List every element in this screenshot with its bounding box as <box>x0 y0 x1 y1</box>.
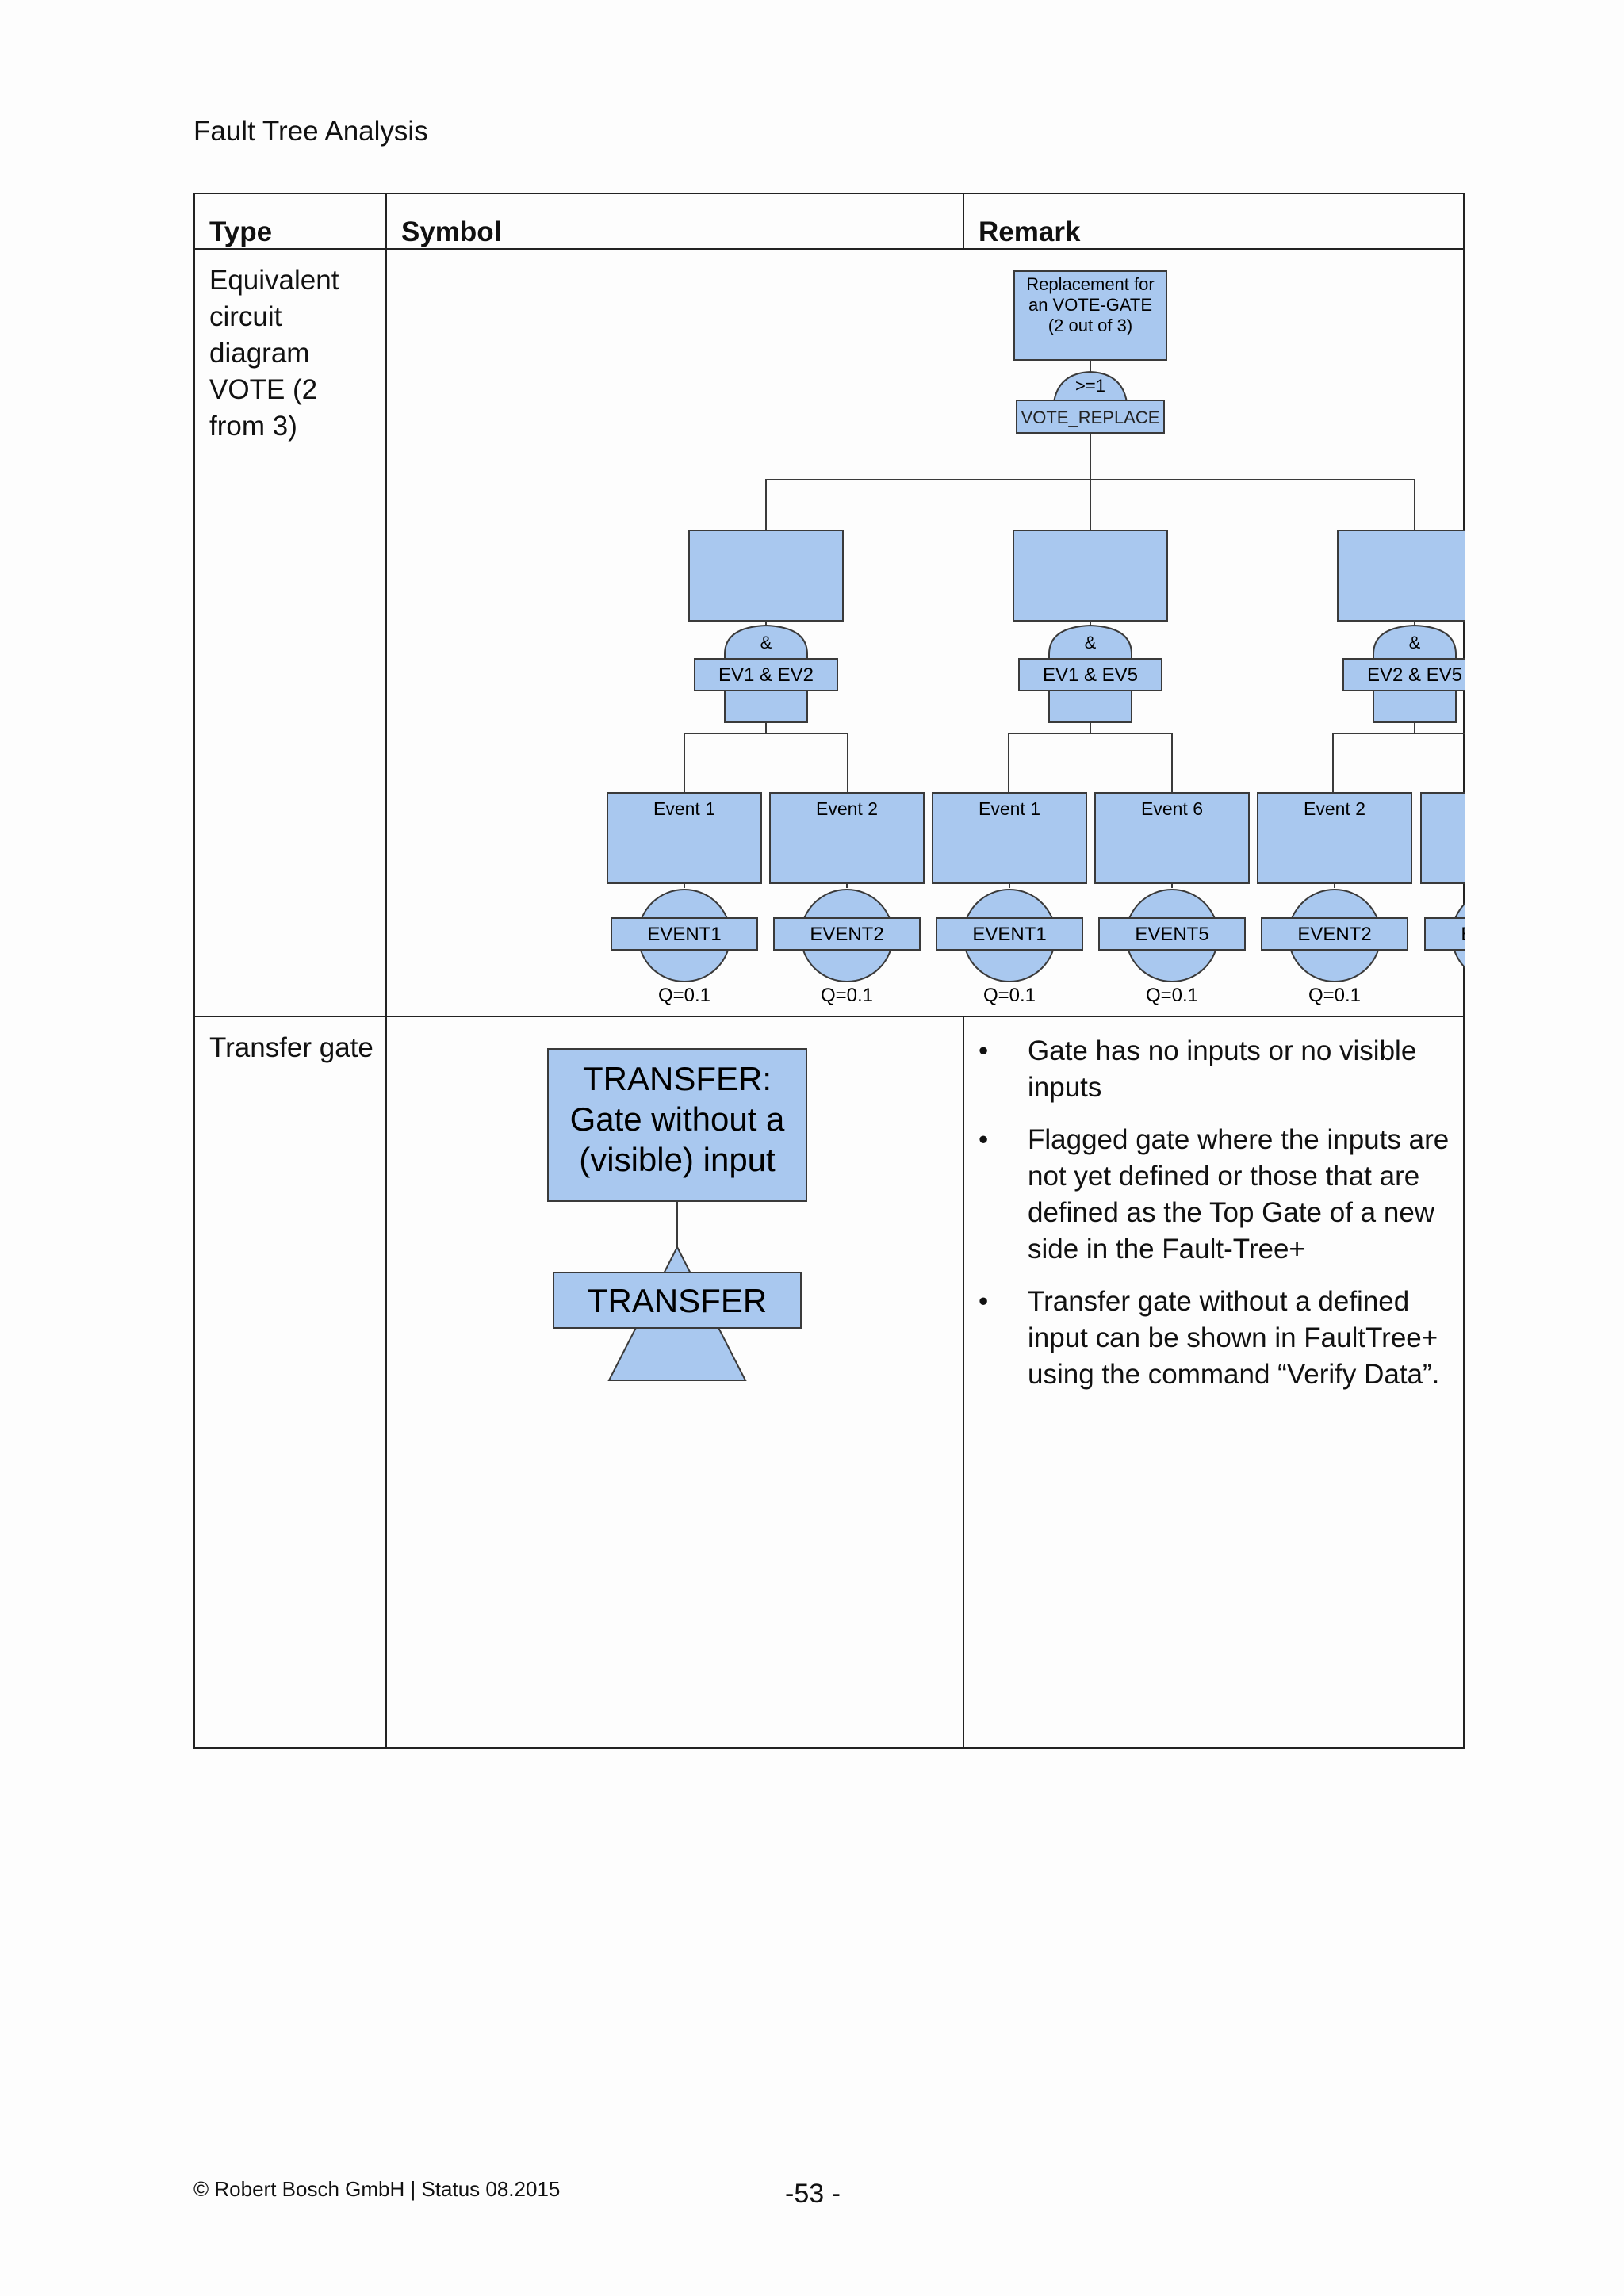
page-number: -53 - <box>785 2179 841 2209</box>
remark-item: •Transfer gate without a defined input c… <box>964 1284 1455 1393</box>
event-probability: Q=0.1 <box>821 985 873 1006</box>
top-box-line-3: (2 out of 3) <box>1048 316 1132 335</box>
event-probability: Q=0.1 <box>1308 985 1361 1006</box>
type-cell: Transfer gate <box>193 1016 387 1749</box>
page-header: Fault Tree Analysis <box>193 116 428 147</box>
event-name: EVENT1 <box>972 924 1046 945</box>
and-gate-label-box <box>1342 658 1487 691</box>
or-gate-label: VOTE_REPLACE <box>1021 408 1160 427</box>
event-name: EVENT2 <box>1297 924 1371 945</box>
top-event-box <box>1013 270 1167 361</box>
transfer-label: TRANSFER <box>588 1282 767 1319</box>
or-gate-symbol: >=1 <box>1075 376 1105 396</box>
event-title: Event 2 <box>1304 798 1365 819</box>
type-cell: Equivalent circuit diagram VOTE (2 from … <box>193 248 387 1017</box>
and-gate-label: EV1 & EV2 <box>718 664 814 686</box>
top-box-line-1: Replacement for <box>1026 274 1154 294</box>
symbol-table: Type Symbol Remark Equivalent circuit di… <box>193 193 1576 1749</box>
transfer-symbol-cell: TRANSFER: Gate without a (visible) input… <box>385 1016 964 1749</box>
event-name-box <box>611 917 758 951</box>
vote-equivalent-diagram: Replacement for an VOTE-GATE (2 out of 3… <box>607 270 1576 1006</box>
event-name: EVENT2 <box>810 924 883 945</box>
transfer-gate-diagram: TRANSFER: Gate without a (visible) input… <box>547 1048 807 1381</box>
and-gate-symbol: & <box>1085 633 1097 652</box>
transfer-box-line-1: TRANSFER: <box>583 1060 772 1097</box>
event-box <box>1094 792 1250 884</box>
event-name: EVENT5 <box>1135 924 1208 945</box>
event-box <box>607 792 762 884</box>
and-gate-symbol: & <box>760 633 772 652</box>
remark-cell: •Gate has no inputs or no visible inputs… <box>963 1016 1465 1749</box>
column-header-remark: Remark <box>963 193 1465 250</box>
event-title: Event 2 <box>816 798 878 819</box>
event-name-box <box>1261 917 1408 951</box>
event-probability: Q=0.1 <box>658 985 710 1006</box>
and-gate-label: EV2 & EV5 <box>1367 664 1462 686</box>
gate-connector <box>1008 733 1173 793</box>
gate-connector <box>684 733 848 793</box>
and-gate-body <box>724 690 808 723</box>
event-name-box <box>1098 917 1246 951</box>
event-name-box <box>1424 917 1572 951</box>
event-title: Event 1 <box>653 798 715 819</box>
event-probability: Q=0.1 <box>1146 985 1198 1006</box>
and-gate-body <box>1048 690 1132 723</box>
footer-copyright: © Robert Bosch GmbH | Status 08.2015 <box>193 2177 561 2201</box>
event-title: Event 1 <box>979 798 1040 819</box>
table-row: Equivalent circuit diagram VOTE (2 from … <box>193 248 1576 1017</box>
transfer-box-line-3: (visible) input <box>579 1141 776 1178</box>
transfer-gate-box <box>547 1048 807 1202</box>
column-header-symbol: Symbol <box>385 193 964 250</box>
and-gate-label: EV1 & EV5 <box>1043 664 1138 686</box>
intermediate-event-box <box>688 530 844 622</box>
and-gate-body <box>1373 690 1457 723</box>
bullet-icon: • <box>979 1124 989 1155</box>
event-name-box <box>773 917 921 951</box>
transfer-box-line-2: Gate without a <box>570 1100 785 1138</box>
bullet-icon: • <box>979 1286 989 1317</box>
intermediate-event-box <box>1337 530 1492 622</box>
event-name: EVENT5 <box>1461 924 1465 945</box>
intermediate-event-box <box>1013 530 1168 622</box>
bullet-icon: • <box>979 1035 989 1066</box>
event-box <box>1420 792 1576 884</box>
event-box <box>932 792 1087 884</box>
and-gate-symbol: & <box>1409 633 1421 652</box>
event-box <box>1257 792 1412 884</box>
remark-item: •Gate has no inputs or no visible inputs <box>964 1033 1455 1106</box>
gate-connector <box>1332 733 1497 793</box>
event-box <box>769 792 925 884</box>
remark-list: •Gate has no inputs or no visible inputs… <box>964 1017 1463 1393</box>
remark-item: •Flagged gate where the inputs are not y… <box>964 1122 1455 1268</box>
column-header-type: Type <box>193 193 387 250</box>
or-gate-label-box <box>1016 400 1165 434</box>
vote-diagram-cell: Replacement for an VOTE-GATE (2 out of 3… <box>385 248 1576 1017</box>
top-box-line-2: an VOTE-GATE <box>1028 295 1152 315</box>
transfer-label-box <box>553 1272 802 1329</box>
event-name-box <box>936 917 1083 951</box>
event-name: EVENT1 <box>647 924 721 945</box>
event-probability: Q=0.1 <box>983 985 1036 1006</box>
table-row: Transfer gate TRANSFER: Gate without a (… <box>193 1016 1465 1749</box>
event-title: Event 6 <box>1141 798 1203 819</box>
